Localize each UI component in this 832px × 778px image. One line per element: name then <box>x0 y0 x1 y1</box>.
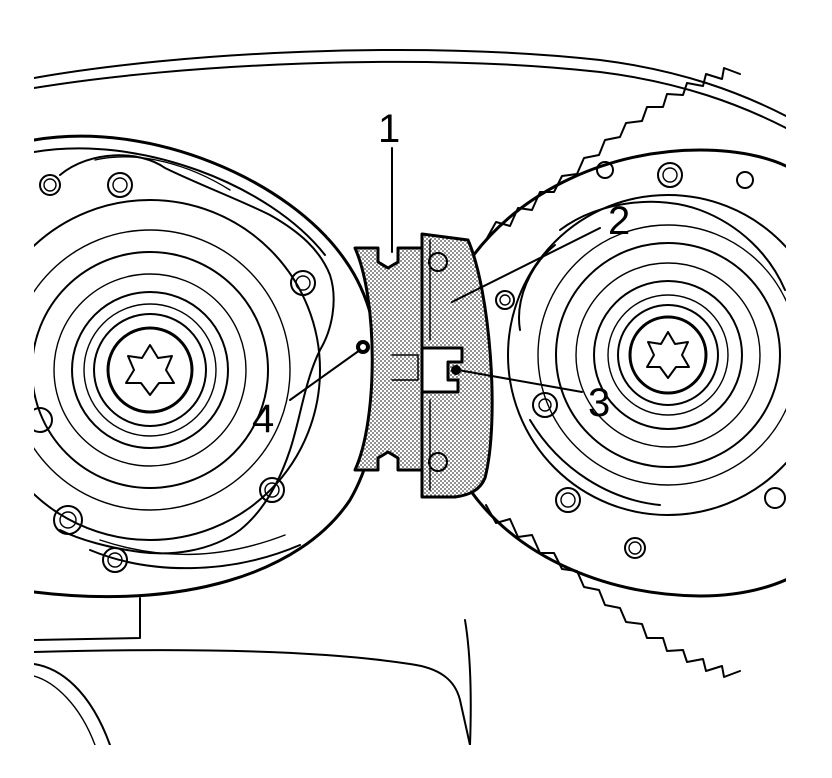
callout-3: 3 <box>588 381 610 425</box>
lower-housing <box>34 597 472 745</box>
callout-1: 1 <box>378 107 400 151</box>
callout-2: 2 <box>608 199 630 243</box>
leader-line-4 <box>289 349 361 401</box>
leader-line-2 <box>451 227 601 303</box>
left-torx-socket-icon <box>125 344 175 396</box>
right-torx-socket-icon <box>646 331 690 379</box>
left-camshaft-actuator <box>34 134 381 599</box>
leader-line-3 <box>457 369 583 393</box>
leader-lines <box>289 147 601 401</box>
callout-4: 4 <box>252 397 274 441</box>
locking-pin-3 <box>451 365 461 375</box>
camshaft-locking-tool <box>353 232 494 499</box>
engine-cover-outline <box>34 49 786 130</box>
right-camshaft-sprocket <box>468 67 786 678</box>
